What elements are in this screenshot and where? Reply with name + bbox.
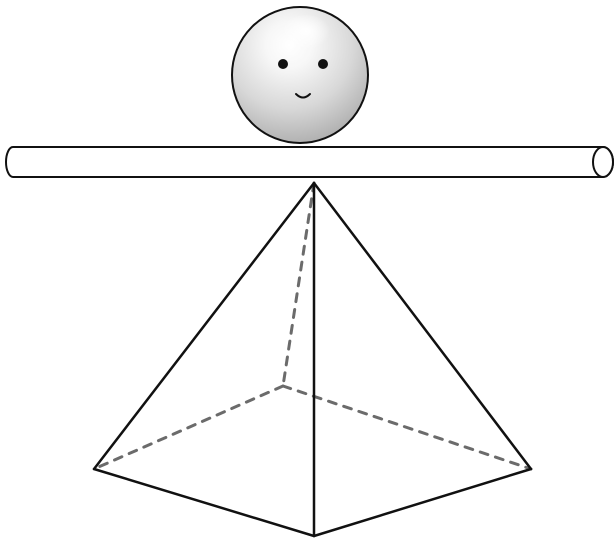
visible-edge-front-left [94, 469, 314, 536]
hidden-edge-apex-back [283, 183, 314, 386]
beam-body [6, 147, 613, 177]
smiling-ball [232, 7, 368, 143]
horizontal-cylinder-beam [6, 147, 613, 177]
visible-edge-front-right [314, 469, 531, 536]
square-pyramid-wireframe [94, 183, 531, 536]
hidden-edge-back-right [283, 386, 531, 469]
beam-right-end-cap [593, 147, 613, 177]
ball-highlight [282, 15, 330, 51]
left-eye-icon [278, 59, 288, 69]
right-eye-icon [318, 59, 328, 69]
hidden-edge-back-left [94, 386, 283, 469]
visible-edge-apex-left [94, 183, 314, 469]
visible-edge-apex-right [314, 183, 531, 469]
